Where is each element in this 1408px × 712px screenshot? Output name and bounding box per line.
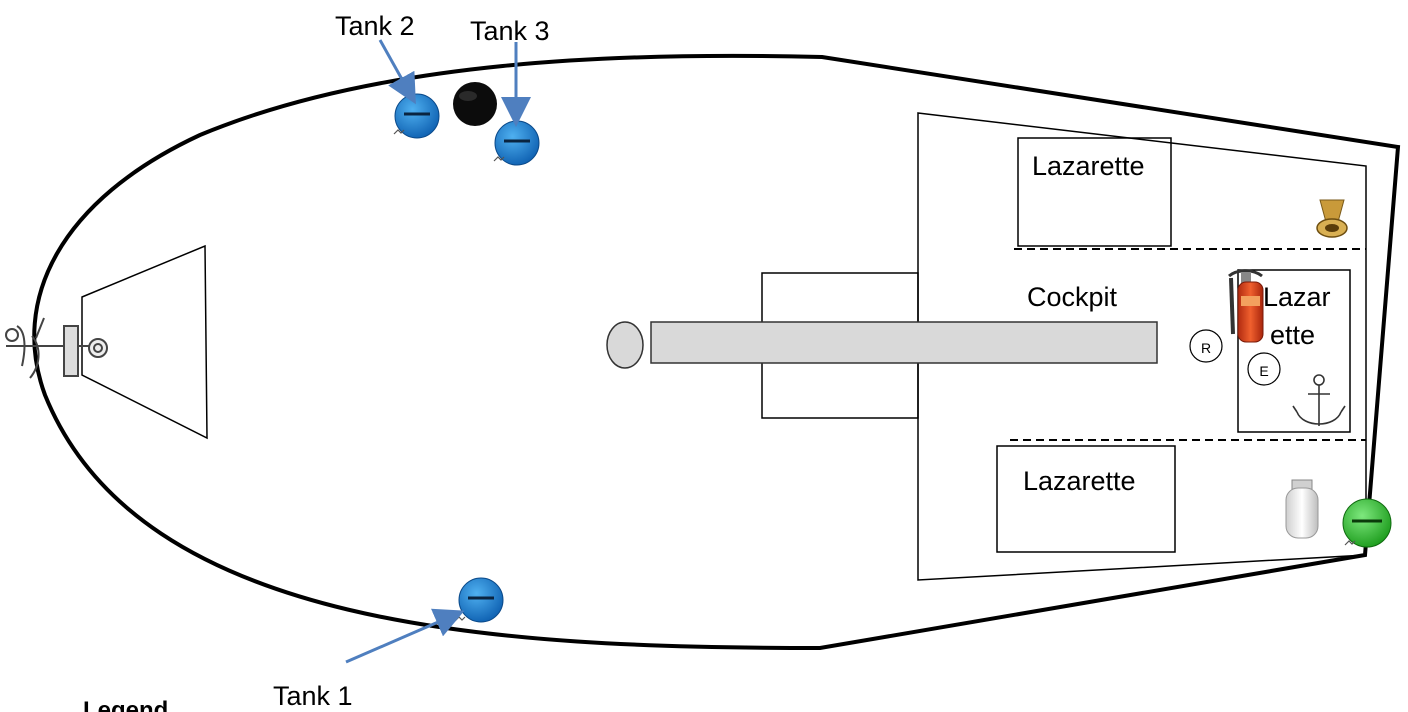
anchor-icon: [1292, 374, 1346, 426]
lazarette-middle-label-line2: ette: [1270, 320, 1315, 350]
tank2-label: Tank 2: [335, 11, 415, 41]
tank3-label: Tank 3: [470, 16, 550, 46]
tank-fill-cap-icon: [393, 93, 440, 139]
shore-power-plug-icon: [1314, 193, 1350, 243]
mast-base: [606, 321, 644, 369]
tank1-arrow: [345, 608, 465, 664]
green-fill-cap-icon: [1342, 498, 1392, 548]
marker-r: R: [1189, 329, 1223, 363]
lazarette-top-label: Lazarette: [1032, 151, 1145, 181]
tank-fill-cap-icon: [493, 120, 540, 166]
marker-e-label: E: [1259, 363, 1268, 379]
hull-outline: [32, 53, 1401, 651]
marker-r-label: R: [1201, 340, 1211, 356]
lazarette-middle: [1237, 269, 1351, 433]
marker-e: E: [1247, 352, 1281, 386]
lazarette-bottom: [996, 445, 1176, 553]
lazarette-top: [1017, 137, 1172, 247]
lazarette-middle-label-line1: Lazar: [1263, 282, 1331, 312]
cockpit-table: [650, 321, 1158, 364]
lazarette-bottom-label: Lazarette: [1023, 466, 1136, 496]
legend-heading: Legend: [83, 697, 168, 712]
cockpit-label: Cockpit: [1027, 282, 1118, 312]
forward-hatch: [81, 244, 208, 440]
black-deck-cap-icon: [450, 78, 500, 128]
tank1-label: Tank 1: [273, 681, 353, 711]
tank2-arrow: [378, 39, 416, 105]
anchor-icon: [5, 317, 108, 379]
fire-extinguisher-icon: [1228, 269, 1264, 343]
propane-tank-icon: [1285, 479, 1319, 539]
cockpit-outline: [917, 112, 1367, 581]
tank-fill-cap-icon: [454, 577, 504, 623]
